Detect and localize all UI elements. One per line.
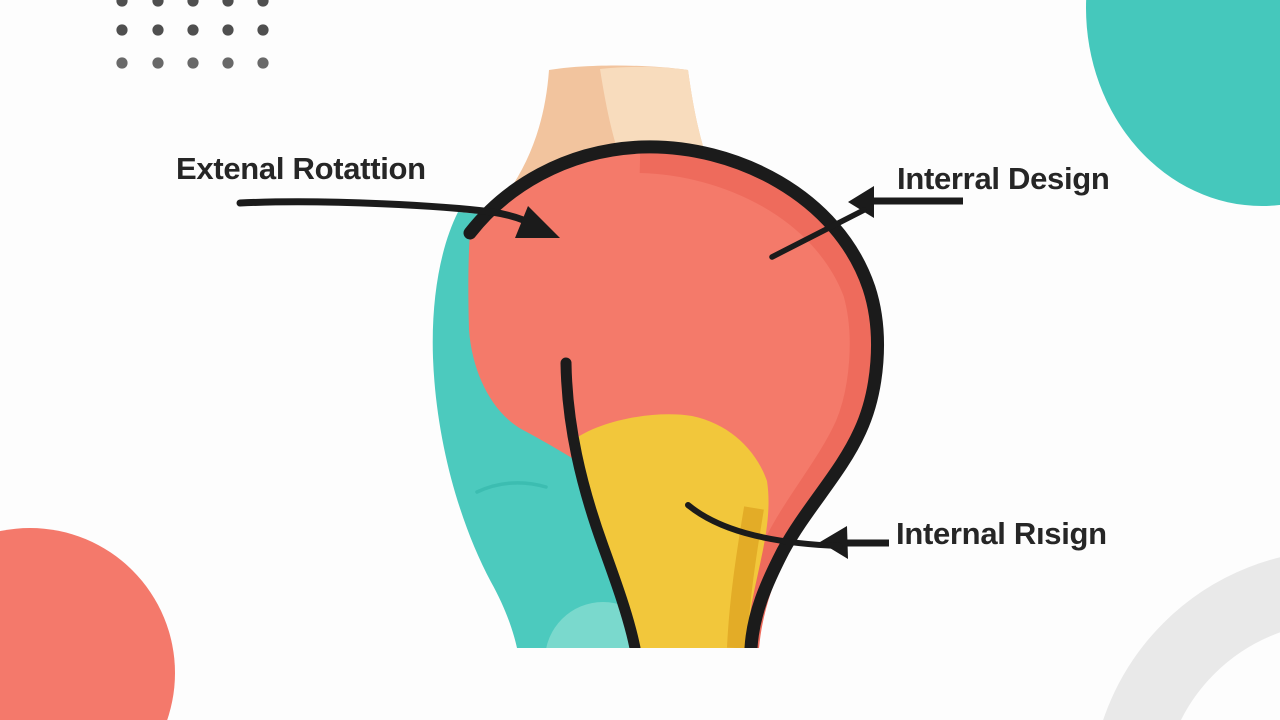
corner-gray-ring bbox=[1103, 557, 1280, 720]
internal-design-arrowhead bbox=[848, 186, 874, 218]
corner-coral-circle bbox=[0, 528, 175, 720]
bone-outline-stroke bbox=[463, 140, 884, 648]
internal-design-arrow bbox=[769, 186, 963, 260]
internal-rising-arrow bbox=[685, 502, 889, 559]
joint-figure bbox=[432, 65, 884, 648]
coral-head-shade-crescent bbox=[639, 147, 876, 648]
teal-crease-line bbox=[475, 481, 548, 494]
shaft-inner-outline-stroke bbox=[560, 357, 641, 648]
internal-rising-pointer-curve bbox=[685, 502, 843, 549]
dot-grid-decoration bbox=[116, 0, 269, 69]
internal-design-label: Interral Design bbox=[897, 161, 1110, 196]
internal-rising-label: Internal Rısign bbox=[896, 516, 1107, 551]
internal-design-pointer-line bbox=[769, 207, 867, 260]
external-rotation-arrow bbox=[236, 198, 560, 238]
external-rotation-arrowhead bbox=[515, 206, 560, 238]
corner-teal-circle bbox=[1086, 0, 1280, 206]
dot-row bbox=[116, 57, 269, 69]
yellow-shaft-shade-band bbox=[727, 506, 764, 648]
external-rotation-label: Extenal Rotattion bbox=[176, 151, 426, 186]
dot-row bbox=[116, 0, 269, 7]
yellow-shaft-shape bbox=[572, 414, 769, 648]
external-rotation-arrow-line bbox=[236, 198, 542, 231]
dot-row bbox=[116, 24, 269, 36]
internal-rising-arrowhead bbox=[820, 526, 848, 559]
